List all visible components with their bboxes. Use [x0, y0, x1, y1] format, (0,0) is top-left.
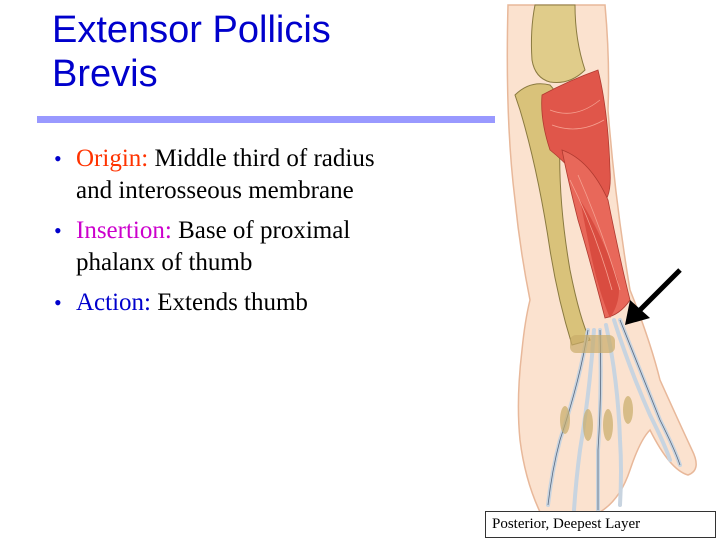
insertion-text: Base of proximal phalanx of thumb	[76, 217, 351, 276]
forearm-anatomy-illustration	[506, 4, 697, 513]
bullet-action: • Action: Extends thumb	[50, 287, 390, 319]
bullet-dot-icon: •	[54, 218, 62, 243]
title-line-2: Brevis	[52, 53, 158, 95]
pointer-arrow-icon	[625, 268, 682, 325]
slide-title: Extensor Pollicis Brevis	[52, 8, 492, 96]
insertion-label: Insertion:	[76, 217, 172, 244]
action-label: Action:	[76, 289, 151, 316]
bullet-dot-icon: •	[54, 146, 62, 171]
bullet-dot-icon: •	[54, 290, 62, 315]
bullet-insertion: • Insertion: Base of proximal phalanx of…	[50, 215, 390, 279]
figure-caption: Posterior, Deepest Layer	[485, 511, 716, 538]
origin-label: Origin:	[76, 145, 149, 172]
bullet-list: • Origin: Middle third of radius and int…	[50, 143, 390, 327]
bullet-origin: • Origin: Middle third of radius and int…	[50, 143, 390, 207]
action-text: Extends thumb	[151, 289, 308, 316]
origin-text: Middle third of radius and interosseous …	[76, 145, 375, 204]
title-divider	[37, 116, 495, 123]
title-line-1: Extensor Pollicis	[52, 9, 331, 51]
